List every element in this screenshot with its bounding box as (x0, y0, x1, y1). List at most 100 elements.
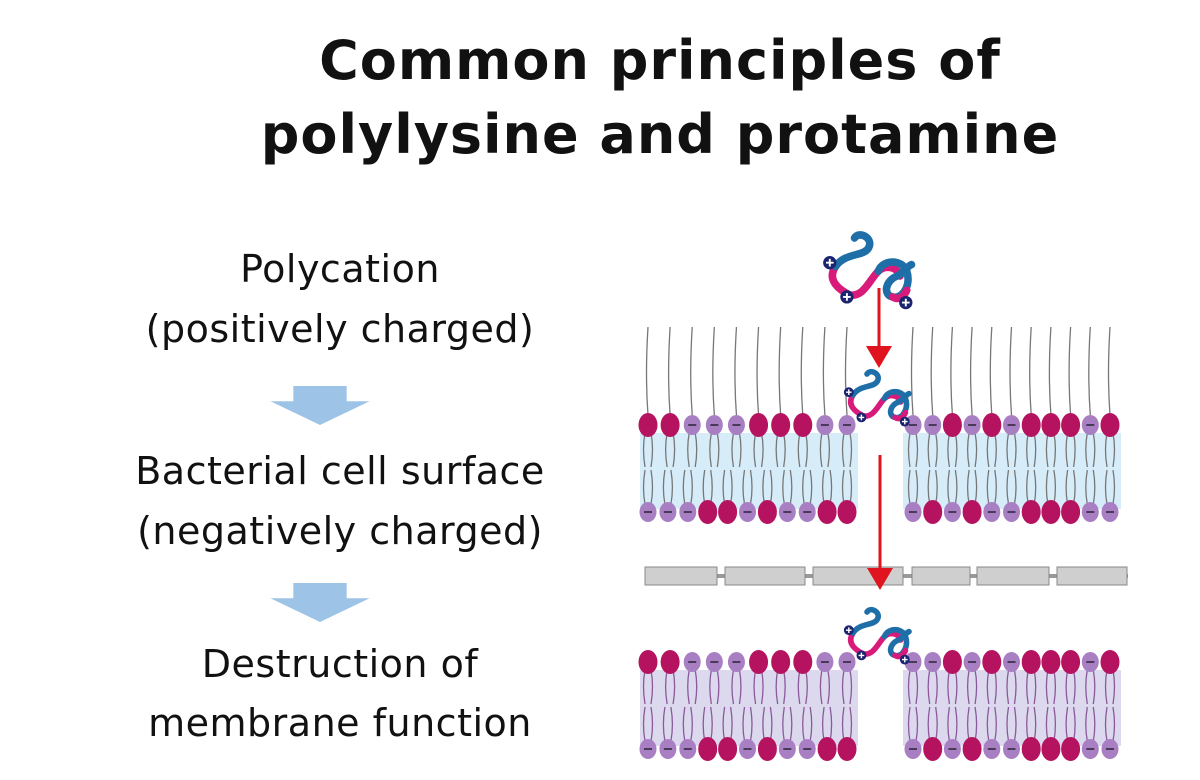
lipid-tail (742, 469, 753, 505)
membrane-band (903, 670, 1121, 746)
lipid-tail (1104, 469, 1116, 505)
lipid-tail (687, 669, 698, 705)
step-bacterial-surface: Bacterial cell surface (135, 449, 545, 493)
lipid-tail (709, 669, 720, 705)
lipid-head (923, 500, 943, 524)
step-polycation-detail: (positively charged) (145, 307, 535, 351)
lipid-tail (1029, 326, 1032, 416)
lipid-tail (756, 326, 760, 416)
membrane-band (903, 433, 1121, 509)
lipid-tail (1104, 706, 1116, 742)
lipid-head (962, 500, 982, 524)
lipid-tail (642, 706, 654, 742)
title-line-1: Common principles of (319, 29, 1001, 92)
lipid-head (698, 737, 718, 761)
lipid-head (942, 413, 962, 437)
lipid-head (749, 413, 769, 437)
lipid-tail (662, 469, 674, 505)
lipid-head (1041, 650, 1061, 674)
lipid-head (757, 500, 777, 524)
lipid-tail (1006, 469, 1017, 505)
lipid-head (793, 413, 813, 437)
lipid-head (638, 413, 658, 437)
lipid-tail (1009, 326, 1013, 416)
lipid-tail (1048, 326, 1052, 416)
lipid-tail (712, 326, 715, 416)
lipid-tail (930, 326, 934, 416)
lipid-tail (1085, 469, 1096, 505)
lipid-tail (950, 326, 954, 416)
lipid-tail (690, 326, 693, 416)
lipid-tail (778, 326, 782, 416)
lipid-tail (800, 326, 804, 416)
lipid-tail (802, 469, 813, 505)
lipid-head (638, 650, 658, 674)
lipid-tail (1107, 326, 1111, 416)
lipid-head (982, 650, 1002, 674)
lipid-tail (969, 326, 973, 416)
step-polycation: Polycation (240, 247, 440, 291)
lipid-tail (1068, 326, 1072, 416)
membrane-band (640, 433, 858, 509)
membrane-band (640, 670, 858, 746)
lipid-tail (642, 469, 654, 505)
lipid-tail (662, 706, 674, 742)
lipid-tail (667, 326, 671, 416)
red-arrowhead-icon (867, 568, 893, 590)
lipid-tail (907, 469, 919, 505)
lipid-head (1041, 737, 1061, 761)
lipid-head (817, 737, 837, 761)
lipid-head (1061, 500, 1081, 524)
lipid-head (1061, 650, 1081, 674)
lipid-tail (1006, 432, 1017, 468)
lipid-head (1021, 650, 1041, 674)
lipid-head (1041, 500, 1061, 524)
step-bacterial-surface-detail: (negatively charged) (137, 509, 543, 553)
lipid-tail (802, 706, 813, 742)
lipid-tail (742, 706, 753, 742)
lipid-tail (1088, 326, 1091, 416)
step-destruction-detail: membrane function (148, 701, 532, 745)
lipid-tail (989, 326, 993, 416)
lipid-head (749, 650, 769, 674)
lipid-head (1061, 413, 1081, 437)
lipid-tail (1085, 669, 1096, 705)
lipid-head (923, 737, 943, 761)
lipid-tail (822, 326, 826, 416)
lipid-tail (819, 432, 831, 468)
lipid-tail (819, 669, 831, 705)
lipid-tail (947, 706, 958, 742)
lipid-tail (782, 706, 793, 742)
down-arrow-icon (270, 386, 370, 426)
lipid-tail (927, 669, 938, 705)
lipid-head (982, 413, 1002, 437)
lipid-tail (709, 432, 720, 468)
lipid-tail (1006, 706, 1017, 742)
lipid-tail (927, 432, 938, 468)
lipid-tail (844, 326, 848, 416)
lipid-tail (682, 469, 693, 505)
lipid-tail (966, 669, 978, 705)
lipid-tail (907, 432, 919, 468)
cell-wall-segment (1056, 566, 1128, 586)
cell-wall-segment (976, 566, 1050, 586)
bound-peptide (843, 606, 912, 665)
lipid-tail (1006, 669, 1017, 705)
lipid-head (718, 500, 738, 524)
cell-wall-segment (644, 566, 718, 586)
lipid-head (837, 737, 857, 761)
lipid-tail (907, 669, 919, 705)
lipid-tail (910, 326, 914, 416)
title-line-2: polylysine and protamine (260, 103, 1060, 166)
lipid-head (1100, 413, 1120, 437)
lipid-head (660, 413, 680, 437)
down-arrow-icon (270, 583, 370, 623)
lipid-tail (731, 669, 742, 705)
lipid-head (1021, 737, 1041, 761)
lipid-tail (1085, 706, 1096, 742)
lipid-head (771, 650, 791, 674)
lipid-tail (645, 326, 649, 416)
lipid-tail (782, 469, 793, 505)
lipid-tail (986, 469, 997, 505)
